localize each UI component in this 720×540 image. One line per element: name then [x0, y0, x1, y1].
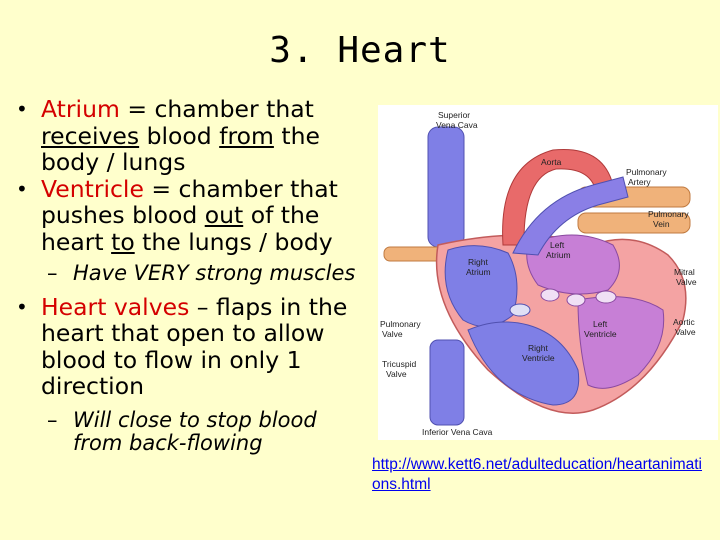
- source-link[interactable]: http://www.kett6.net/adulteducation/hear…: [372, 456, 703, 493]
- label-left-ventricle-2: Ventricle: [584, 329, 617, 339]
- label-mitral-valve-1: Mitral: [674, 267, 695, 277]
- mitral-valve-shape: [595, 290, 617, 304]
- label-mitral-valve-2: Valve: [676, 277, 697, 287]
- label-right-ventricle-2: Ventricle: [522, 353, 555, 363]
- underlined-out: out: [204, 201, 244, 229]
- sub-bullet-dash: –: [47, 407, 58, 432]
- label-right-atrium-1: Right: [468, 257, 488, 267]
- bullet-list: • Atrium = chamber that receives blood f…: [10, 96, 370, 456]
- label-aorta: Aorta: [541, 157, 562, 167]
- pulmonary-vein-lower-shape: [577, 212, 691, 234]
- text-segment: – flaps in the heart that open to allow …: [41, 292, 348, 400]
- label-aortic-valve-1: Aortic: [673, 317, 695, 327]
- label-pulmonary-vein-1: Pulmonary: [648, 209, 689, 219]
- tricuspid-valve-shape: [509, 303, 531, 317]
- underlined-receives: receives: [41, 121, 140, 150]
- term-ventricle: Ventricle: [41, 174, 144, 203]
- bullet-atrium: • Atrium = chamber that receives blood f…: [10, 96, 370, 176]
- bullet-valves: • Heart valves – flaps in the heart that…: [10, 292, 370, 400]
- heart-diagram-svg: Superior Vena Cava Aorta Pulmonary Arter…: [380, 110, 697, 437]
- label-pulmonary-artery-2: Artery: [628, 177, 651, 187]
- pulmonary-artery-shape: [512, 176, 629, 256]
- slide-title: 3. Heart: [269, 30, 451, 71]
- left-atrium-shape: [526, 234, 620, 295]
- sub-bullet-text: Have VERY strong muscles: [73, 261, 356, 285]
- left-ventricle-shape: [577, 296, 665, 389]
- label-pulmonary-valve-2: Valve: [382, 329, 403, 339]
- label-tricuspid-valve-1: Tricuspid: [382, 359, 416, 369]
- underlined-from: from: [219, 121, 274, 150]
- label-right-ventricle-1: Right: [528, 343, 548, 353]
- sub-bullet-back-flowing: – Will close to stop blood from back-flo…: [10, 407, 370, 456]
- label-aortic-valve-2: Valve: [675, 327, 696, 337]
- label-left-atrium-1: Left: [550, 240, 565, 250]
- label-superior-vena-cava-1: Superior: [438, 110, 470, 120]
- text-segment: the body / lungs: [41, 121, 320, 176]
- bullet-dot: •: [16, 97, 28, 121]
- label-left-atrium-2: Atrium: [546, 250, 571, 260]
- inferior-vena-cava-shape: [429, 339, 465, 426]
- superior-vena-cava-shape: [427, 126, 465, 248]
- label-left-ventricle-1: Left: [593, 319, 608, 329]
- term-atrium: Atrium: [41, 95, 120, 123]
- term-heart-valves: Heart valves: [41, 292, 190, 321]
- text-segment: the lungs / body: [134, 227, 333, 256]
- bullet-dot: •: [16, 176, 28, 201]
- bullet-ventricle: • Ventricle = chamber that pushes blood …: [10, 174, 370, 256]
- bullet-dot: •: [16, 294, 28, 319]
- pulmonary-valve-shape: [540, 288, 560, 302]
- label-inferior-vena-cava: Inferior Vena Cava: [422, 427, 493, 437]
- right-ventricle-shape: [467, 321, 580, 406]
- text-segment: = chamber that pushes blood: [41, 174, 338, 229]
- label-pulmonary-artery-1: Pulmonary: [626, 167, 667, 177]
- sub-bullet-dash: –: [47, 261, 58, 285]
- text-segment: of the heart: [41, 201, 320, 256]
- text-segment: = chamber that: [119, 95, 314, 123]
- right-atrium-shape: [444, 245, 518, 327]
- sub-bullet-text: Will close to stop blood from back-flowi…: [73, 407, 317, 455]
- aortic-valve-shape: [566, 293, 586, 307]
- label-tricuspid-valve-2: Valve: [386, 369, 407, 379]
- label-pulmonary-vein-2: Vein: [653, 219, 670, 229]
- underlined-to: to: [111, 227, 135, 256]
- label-right-atrium-2: Atrium: [466, 267, 491, 277]
- heart-diagram: Superior Vena Cava Aorta Pulmonary Arter…: [378, 105, 718, 440]
- text-segment: blood: [139, 121, 220, 150]
- sub-bullet-strong-muscles: – Have VERY strong muscles: [10, 261, 370, 286]
- pulmonary-vein-left-shape: [383, 246, 445, 262]
- label-pulmonary-valve-1: Pulmonary: [380, 319, 421, 329]
- label-superior-vena-cava-2: Vena Cava: [436, 120, 478, 130]
